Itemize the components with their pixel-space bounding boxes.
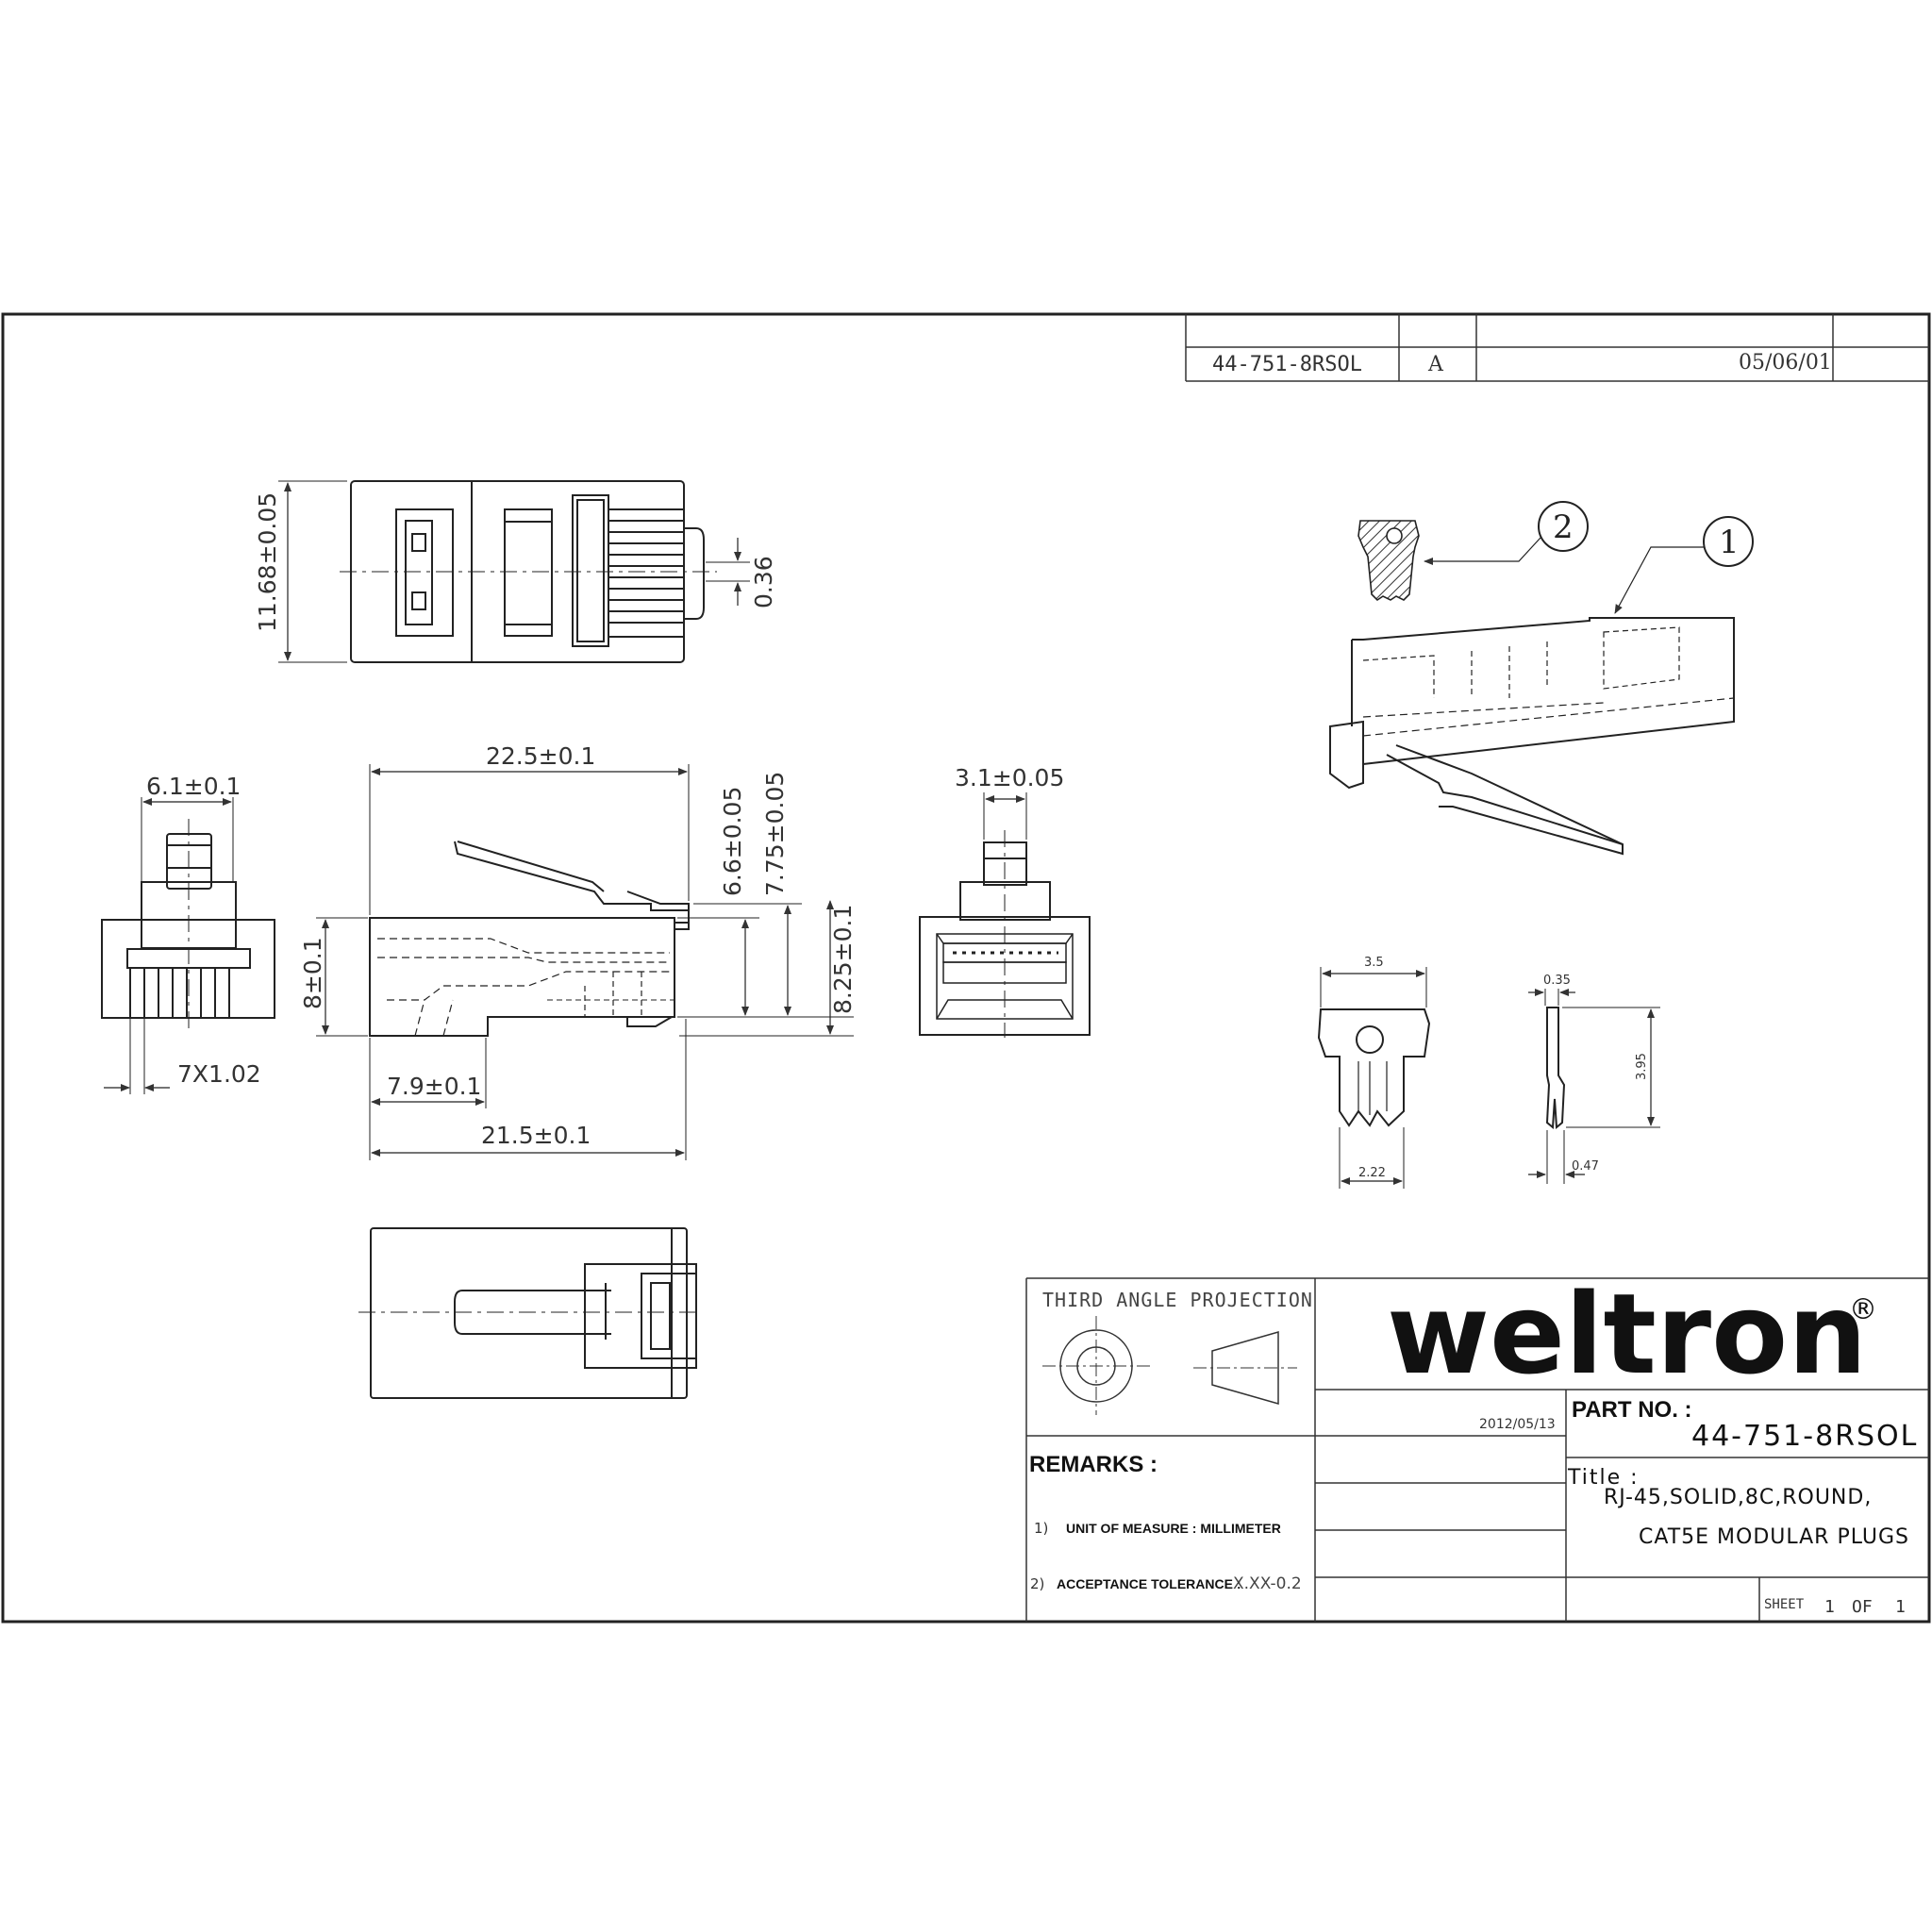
part-no-value: 44-751-8RSOL (1691, 1420, 1918, 1453)
contact-detail-side (1528, 989, 1660, 1184)
contact-detail-front (1317, 967, 1431, 1189)
dim-front-height: 8±0.1 (299, 937, 326, 1009)
title-line-2: CAT5E MODULAR PLUGS (1639, 1525, 1909, 1549)
dim-front-width: 6.1±0.1 (146, 773, 241, 800)
remarks-label: REMARKS : (1029, 1452, 1158, 1477)
dim-top-pitch: 0.36 (750, 556, 777, 608)
revision-block (1185, 314, 1929, 382)
contact-part (1357, 520, 1420, 602)
dim-top-height: 11.68±0.05 (254, 492, 281, 632)
dim-contact-base-width: 2.22 (1358, 1166, 1386, 1180)
sheet-label: SHEET (1764, 1597, 1805, 1612)
dim-contact-height: 3.95 (1635, 1053, 1649, 1080)
title-block-date: 2012/05/13 (1479, 1417, 1556, 1432)
sheet-of: OF (1852, 1597, 1873, 1617)
part-no-label: PART NO. : (1572, 1397, 1692, 1423)
balloon-1: 1 (1719, 524, 1740, 561)
dim-contact-thickness: 0.35 (1543, 974, 1571, 988)
remark-1-number: 1) (1034, 1520, 1048, 1537)
projection-label: THIRD ANGLE PROJECTION (1042, 1289, 1313, 1311)
dim-contact-width: 3.5 (1364, 956, 1384, 970)
dim-side-offset: 7.9±0.1 (387, 1073, 481, 1100)
revision-letter: A (1427, 353, 1444, 376)
remark-2-text: ACCEPTANCE TOLERANCE : (1057, 1576, 1241, 1591)
title-label: Title : (1567, 1466, 1640, 1490)
drawing-border (1, 312, 1931, 1624)
top-view (278, 480, 750, 663)
balloon-2: 2 (1553, 508, 1574, 546)
remark-2-number: 2) (1030, 1575, 1044, 1592)
bottom-view (358, 1227, 698, 1399)
side-view (316, 764, 854, 1160)
dim-side-body-length: 21.5±0.1 (481, 1122, 591, 1149)
dim-side-height-latch: 6.6±0.05 (719, 787, 746, 896)
dim-side-overall-length: 22.5±0.1 (486, 742, 595, 770)
rear-view (919, 792, 1091, 1038)
sheet-total: 1 (1895, 1597, 1906, 1617)
dim-contact-tip: 0.47 (1572, 1159, 1599, 1174)
assembly-view (1329, 501, 1754, 856)
title-block-frame (1025, 1277, 1929, 1622)
sheet-number: 1 (1824, 1597, 1835, 1617)
title-line-1: RJ-45,SOLID,8C,ROUND, (1604, 1486, 1872, 1509)
remark-2-value: X.XX-0.2 (1233, 1574, 1302, 1593)
revision-date: 05/06/01 (1739, 351, 1832, 375)
brand-logo: weltron (1387, 1269, 1867, 1399)
brand-registered-mark: ® (1849, 1293, 1877, 1326)
dim-front-contact-pitch: 7X1.02 (177, 1060, 261, 1088)
dim-side-height-top: 7.75±0.05 (761, 772, 789, 896)
dim-rear-tab-width: 3.1±0.05 (955, 764, 1064, 791)
revision-part-number: 44-751-8RSOL (1212, 353, 1362, 376)
dim-side-height-total: 8.25±0.1 (829, 905, 857, 1014)
remark-1-text: UNIT OF MEASURE : MILLIMETER (1066, 1521, 1281, 1536)
projection-symbol (1042, 1316, 1297, 1415)
front-view (101, 797, 275, 1094)
